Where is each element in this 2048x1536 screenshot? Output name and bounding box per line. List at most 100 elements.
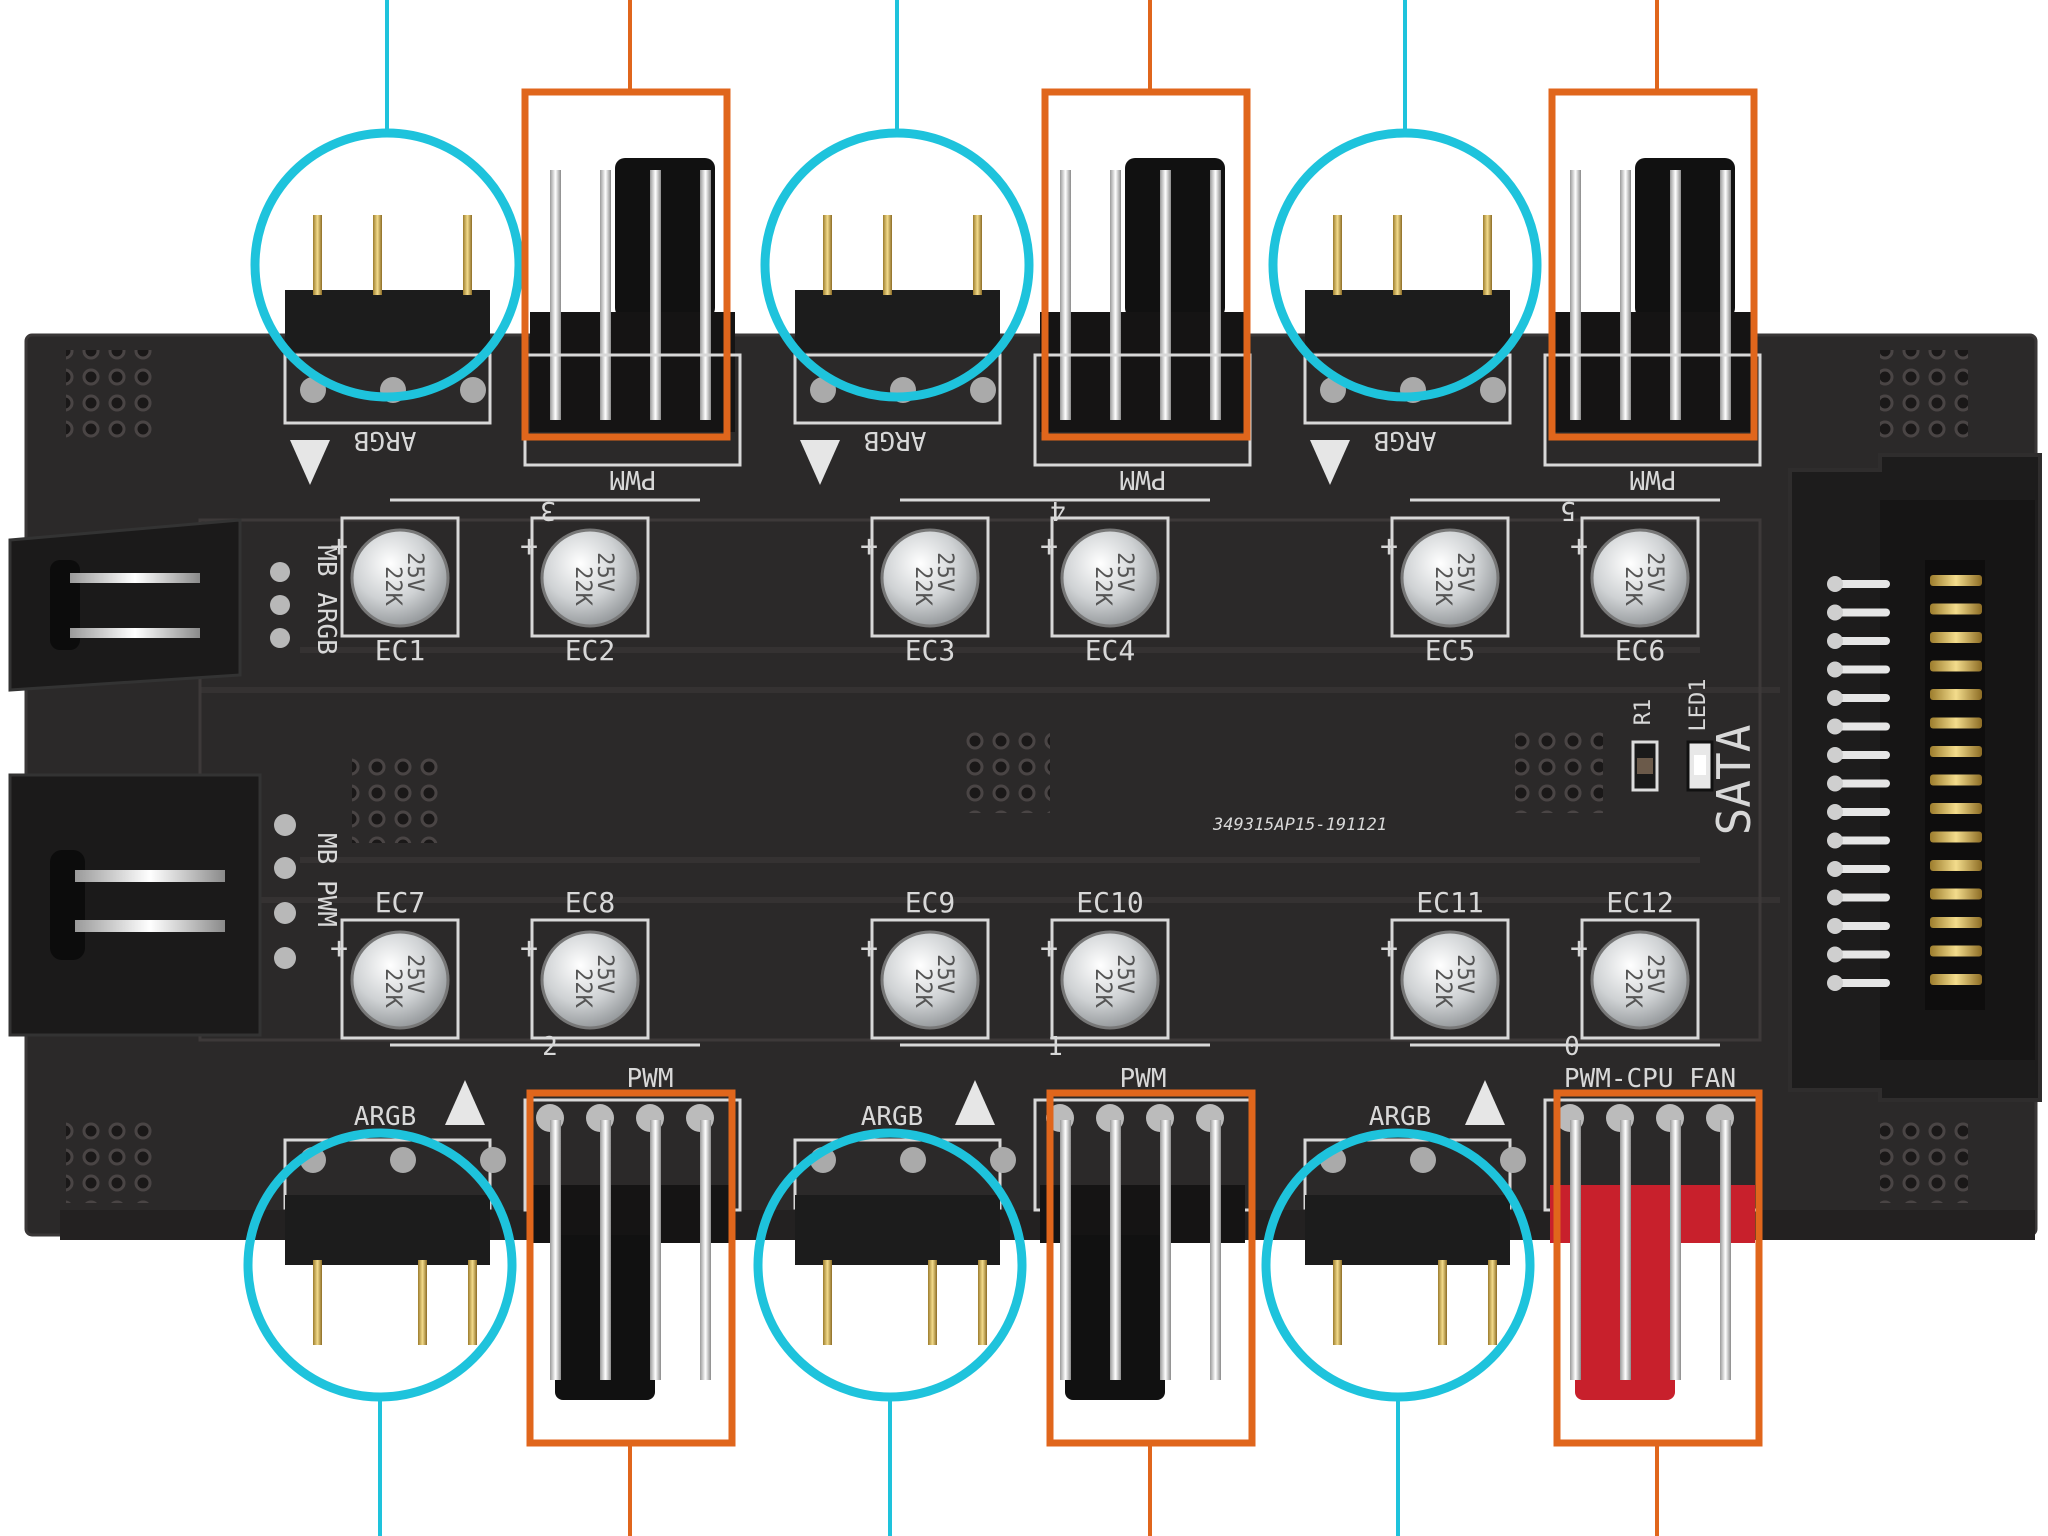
sata-leg bbox=[1835, 922, 1890, 930]
sata-leg bbox=[1835, 722, 1890, 731]
sata-leg bbox=[1835, 979, 1890, 987]
sata-leg-joint bbox=[1827, 604, 1843, 621]
polarity-mark: + bbox=[1380, 529, 1398, 564]
cap-value: 22K bbox=[910, 566, 935, 606]
top-connectors bbox=[283, 158, 1762, 467]
polarity-mark: + bbox=[520, 529, 538, 564]
cap-value: 22K bbox=[1430, 566, 1455, 606]
sata-pin bbox=[1930, 660, 1982, 672]
capacitor-label: EC10 bbox=[1076, 886, 1143, 919]
argb-header-bottom bbox=[1303, 1138, 1526, 1345]
mb-pwm-input-connector bbox=[8, 773, 296, 1037]
sata-leg bbox=[1835, 865, 1890, 873]
pwm-label-bottom-1: PWM bbox=[1120, 1064, 1167, 1094]
polarity-mark: + bbox=[330, 529, 348, 564]
capacitor-label: EC1 bbox=[375, 634, 426, 667]
sata-pin bbox=[1930, 717, 1982, 729]
cap-rating: 25V bbox=[402, 954, 427, 994]
sata-leg-joint bbox=[1827, 918, 1843, 934]
sata-leg bbox=[1835, 665, 1890, 674]
led-icon bbox=[1686, 740, 1714, 792]
port-number-top-5: 5 bbox=[1560, 495, 1576, 525]
pwm-header-top bbox=[523, 158, 742, 467]
capacitor-label: EC12 bbox=[1606, 886, 1673, 919]
pcb-traces bbox=[200, 647, 1780, 903]
pwm-header-top bbox=[1033, 158, 1252, 467]
polarity-mark: + bbox=[1380, 931, 1398, 966]
argb-header-bottom bbox=[283, 1138, 506, 1345]
polarity-mark: + bbox=[520, 931, 538, 966]
sata-pin bbox=[1930, 888, 1982, 900]
sata-pin bbox=[1930, 803, 1982, 814]
sata-leg bbox=[1835, 808, 1890, 816]
serial-number: 349315AP15-191121 bbox=[1212, 815, 1387, 835]
sata-connector-icon bbox=[1788, 453, 2042, 1102]
sata-pin bbox=[1930, 689, 1982, 700]
argb-label-top-5: ARGB bbox=[1374, 425, 1437, 455]
sata-pin bbox=[1930, 831, 1982, 843]
cap-rating: 25V bbox=[402, 552, 427, 592]
sata-leg-joint bbox=[1827, 661, 1843, 678]
polarity-mark: + bbox=[1040, 529, 1058, 564]
capacitor-label: EC11 bbox=[1416, 886, 1483, 919]
capacitor-label: EC2 bbox=[565, 634, 616, 667]
argb-header-top bbox=[793, 215, 1002, 425]
polarity-mark: + bbox=[330, 931, 348, 966]
cap-value: 22K bbox=[1090, 566, 1115, 606]
sata-pin bbox=[1930, 746, 1982, 757]
cap-rating: 25V bbox=[932, 954, 957, 994]
sata-leg bbox=[1835, 608, 1890, 617]
sata-leg-joint bbox=[1827, 975, 1843, 991]
resistor-label: R1 bbox=[1631, 699, 1656, 726]
argb-callout-circle bbox=[1268, 128, 1542, 402]
capacitor-label: EC8 bbox=[565, 886, 616, 919]
cap-rating: 25V bbox=[1452, 552, 1477, 592]
sata-leg bbox=[1835, 580, 1890, 588]
mb-argb-input-connector bbox=[8, 518, 290, 692]
sata-leg bbox=[1835, 694, 1890, 702]
capacitor-label: EC5 bbox=[1425, 634, 1476, 667]
cap-rating: 25V bbox=[1642, 552, 1667, 592]
sata-pin bbox=[1930, 575, 1982, 586]
sata-leg-joint bbox=[1827, 832, 1843, 849]
sata-pin bbox=[1930, 632, 1982, 643]
cap-value: 22K bbox=[1430, 968, 1455, 1008]
sata-leg-joint bbox=[1827, 804, 1843, 820]
led-label: LED1 bbox=[1686, 679, 1711, 732]
polarity-mark: + bbox=[860, 529, 878, 564]
sata-leg-joint bbox=[1827, 889, 1843, 906]
pwm-callout-box bbox=[1041, 88, 1251, 441]
sata-leg bbox=[1835, 779, 1890, 788]
argb-header-bottom bbox=[793, 1138, 1016, 1345]
top-port-labels: ARGB PWM 3 ARGB PWM 4 ARGB PWM 5 bbox=[354, 425, 1677, 525]
cap-rating: 25V bbox=[1112, 552, 1137, 592]
polarity-mark: + bbox=[1570, 931, 1588, 966]
cap-value: 22K bbox=[1090, 968, 1115, 1008]
capacitor-label: EC3 bbox=[905, 634, 956, 667]
cap-rating: 25V bbox=[1452, 954, 1477, 994]
sata-leg-joint bbox=[1827, 747, 1843, 763]
sata-leg-joint bbox=[1827, 576, 1843, 592]
mb-pwm-label: MB PWM bbox=[311, 833, 341, 927]
cap-value: 22K bbox=[570, 566, 595, 606]
pwm-cpu-fan-label: PWM-CPU FAN bbox=[1564, 1064, 1736, 1094]
bottom-port-labels: ARGB PWM 2 ARGB PWM 1 ARGB PWM-CPU FAN 0 bbox=[354, 1032, 1736, 1132]
cap-rating: 25V bbox=[592, 954, 617, 994]
polarity-mark: + bbox=[860, 931, 878, 966]
sata-leg-joint bbox=[1827, 775, 1843, 792]
pwm-header-bottom bbox=[523, 1098, 742, 1400]
pwm-label-top-5: PWM bbox=[1630, 464, 1677, 494]
pwm-label-top-3: PWM bbox=[610, 464, 657, 494]
sata-pin bbox=[1930, 860, 1982, 871]
argb-label-bottom-0: ARGB bbox=[1369, 1102, 1432, 1132]
capacitor-label: EC7 bbox=[375, 886, 426, 919]
argb-callout-circle bbox=[250, 128, 524, 402]
pwm-header-bottom bbox=[1033, 1098, 1252, 1400]
callouts bbox=[243, 0, 1763, 1536]
